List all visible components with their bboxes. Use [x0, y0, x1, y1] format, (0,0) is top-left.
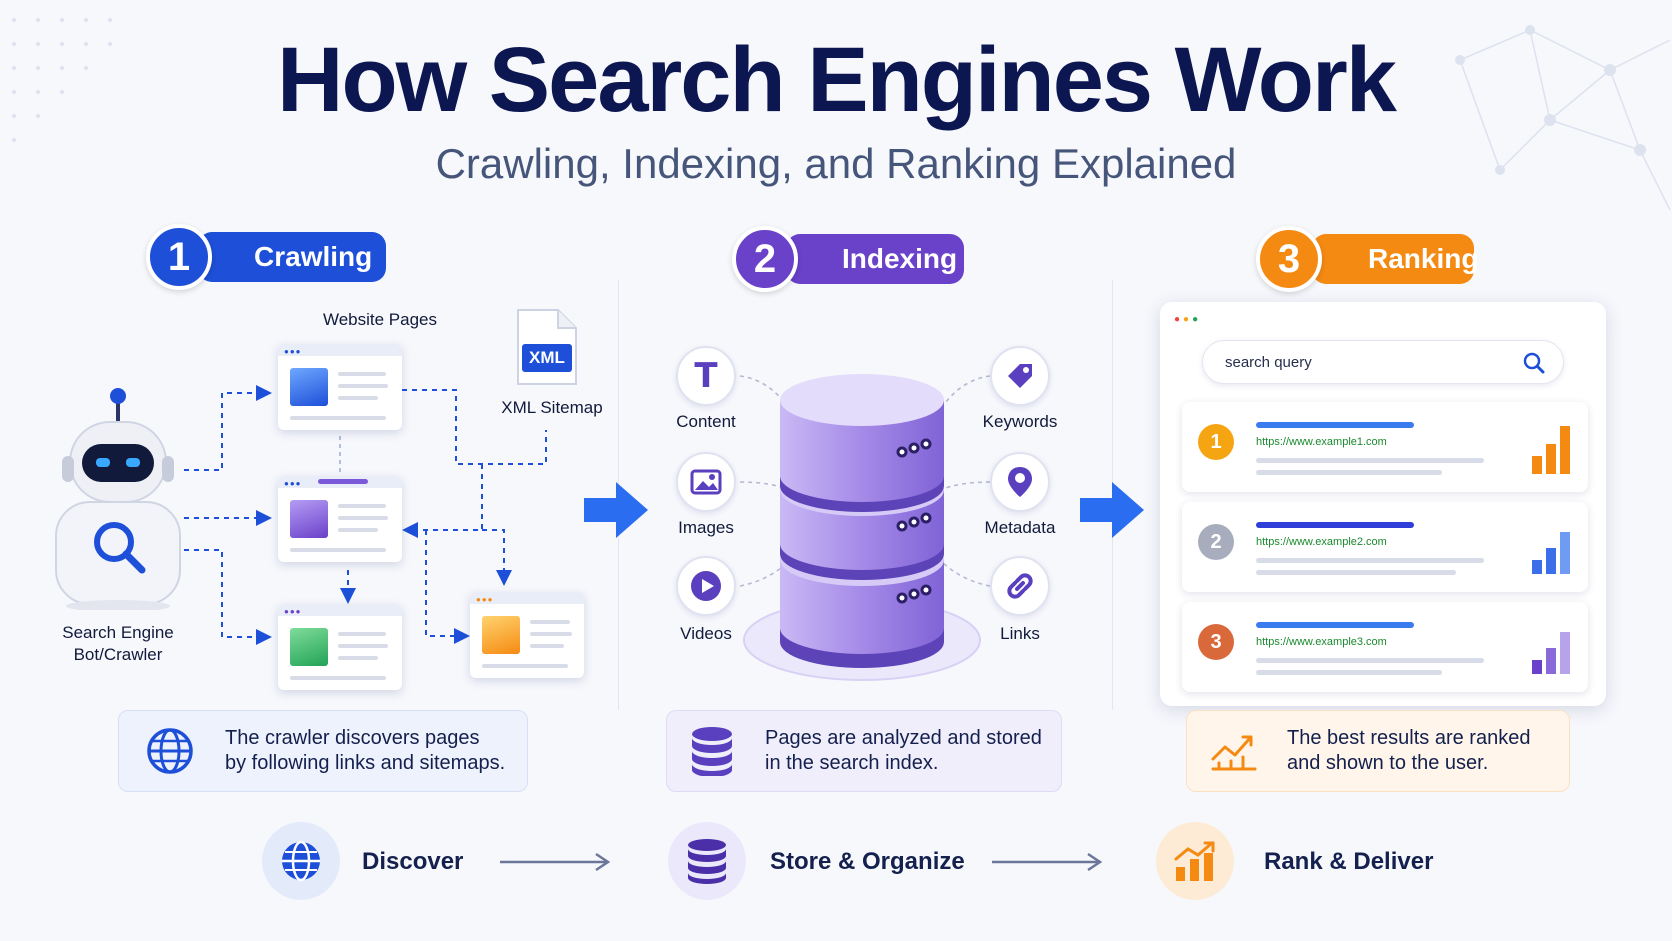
rank-badge: 1	[1198, 424, 1234, 460]
bar-chart-icon	[1532, 532, 1570, 574]
content-label: Content	[676, 412, 736, 431]
images-icon	[676, 452, 736, 512]
crawl-link-lines	[184, 385, 547, 645]
result-title-bar	[1256, 522, 1414, 528]
store-circle	[668, 822, 746, 900]
discover-label: Discover	[362, 848, 464, 875]
result-snippet-line	[1256, 670, 1442, 675]
step-number-badge: 3	[1256, 226, 1322, 292]
discover-circle	[262, 822, 340, 900]
website-page-card: ●●●	[470, 592, 584, 678]
arrow-right-icon	[584, 482, 648, 538]
crawling-info-box: The crawler discovers pages by following…	[118, 710, 528, 792]
search-result-item[interactable]: 1 https://www.example1.com	[1182, 402, 1588, 492]
flow-arrow	[500, 852, 611, 872]
rank-circle	[1156, 822, 1234, 900]
robot-crawler-icon	[55, 388, 181, 610]
result-url[interactable]: https://www.example2.com	[1256, 536, 1387, 548]
search-input[interactable]: search query	[1202, 340, 1564, 384]
links-label: Links	[1000, 624, 1040, 643]
database-icon	[688, 839, 726, 884]
bar-chart-icon	[1532, 632, 1570, 674]
indexing-info-box: Pages are analyzed and stored in the sea…	[666, 710, 1062, 792]
step-label: Indexing	[842, 243, 958, 274]
result-snippet-line	[1256, 558, 1484, 563]
result-title-bar	[1256, 422, 1414, 428]
content-icon: T	[676, 346, 736, 406]
bar-chart-icon	[1532, 426, 1570, 474]
search-result-item[interactable]: 3 https://www.example3.com	[1182, 602, 1588, 692]
xml-badge: XML	[522, 344, 572, 372]
links-chain-icon	[990, 556, 1050, 616]
rank-deliver-label: Rank & Deliver	[1264, 848, 1434, 875]
website-page-card: ●●●	[278, 344, 402, 430]
content-glyph: T	[694, 356, 718, 396]
bot-label: Search Engine Bot/Crawler	[62, 623, 174, 664]
chart-icon	[1174, 841, 1215, 881]
search-result-item[interactable]: 2 https://www.example2.com	[1182, 502, 1588, 592]
website-page-card: ●●●	[278, 604, 402, 690]
images-label: Images	[678, 518, 734, 537]
dot-grid-decoration	[12, 18, 112, 142]
step-number-badge: 1	[146, 224, 212, 290]
xml-sitemap-label: XML Sitemap	[501, 398, 603, 417]
step-crawling-pill: Crawling	[198, 232, 386, 282]
ranking-info-text: The best results are ranked and shown to…	[1287, 727, 1531, 774]
step-ranking-pill: Ranking	[1312, 234, 1478, 284]
crawling-info-text: The crawler discovers pages by following…	[225, 727, 506, 774]
store-organize-label: Store & Organize	[770, 848, 965, 875]
network-decoration	[1455, 25, 1671, 211]
page-title: How Search Engines Work	[277, 29, 1397, 131]
flow-arrow	[992, 852, 1103, 872]
result-url[interactable]: https://www.example1.com	[1256, 436, 1387, 448]
result-title-bar	[1256, 622, 1414, 628]
ranking-info-box: The best results are ranked and shown to…	[1186, 710, 1570, 792]
indexing-info-text: Pages are analyzed and stored in the sea…	[765, 727, 1042, 774]
result-url[interactable]: https://www.example3.com	[1256, 636, 1387, 648]
globe-icon	[282, 840, 320, 882]
videos-label: Videos	[680, 624, 732, 643]
search-results-browser: ●●● search query 1 https://www.example1.…	[1160, 302, 1606, 706]
rank-badge: 3	[1198, 624, 1234, 660]
search-icon[interactable]	[1523, 352, 1545, 374]
result-snippet-line	[1256, 458, 1484, 463]
metadata-label: Metadata	[984, 518, 1056, 537]
result-snippet-line	[1256, 470, 1442, 475]
result-snippet-line	[1256, 658, 1484, 663]
rank-badge: 2	[1198, 524, 1234, 560]
videos-icon	[676, 556, 736, 616]
arrow-right-icon	[1080, 482, 1144, 538]
keywords-label: Keywords	[982, 412, 1058, 431]
keywords-tag-icon	[990, 346, 1050, 406]
result-snippet-line	[1256, 570, 1456, 575]
page-subtitle: Crawling, Indexing, and Ranking Explaine…	[435, 140, 1237, 187]
website-page-card: ●●●	[278, 476, 402, 562]
step-indexing-pill: Indexing	[786, 234, 964, 284]
search-query-text: search query	[1225, 353, 1312, 371]
database-icon	[743, 374, 981, 681]
window-controls: ●●●	[1174, 314, 1202, 325]
growth-chart-icon	[1211, 735, 1257, 771]
globe-icon	[147, 728, 193, 774]
step-label: Ranking	[1368, 243, 1479, 274]
metadata-pin-icon	[990, 452, 1050, 512]
step-number-badge: 2	[732, 226, 798, 292]
step-label: Crawling	[254, 241, 373, 272]
database-small-icon	[692, 727, 732, 776]
website-pages-label: Website Pages	[322, 310, 438, 329]
